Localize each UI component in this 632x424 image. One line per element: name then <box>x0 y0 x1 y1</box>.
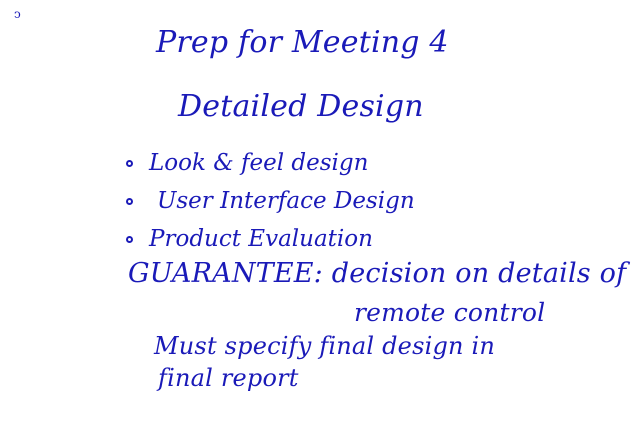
note-subtitle: Detailed Design <box>178 89 424 124</box>
bullet-text: Look & feel design <box>149 150 369 176</box>
guarantee-line-1: GUARANTEE: decision on details of <box>128 258 627 289</box>
bullet-text: Product Evaluation <box>149 226 373 252</box>
bullet-text: User Interface Design <box>157 188 415 214</box>
must-line-2: final report <box>158 364 299 392</box>
bullet-circle-icon <box>126 235 133 243</box>
bullet-circle-icon <box>126 197 133 205</box>
list-item: User Interface Design <box>126 182 415 220</box>
corner-mark: ↄ <box>14 7 21 21</box>
bullet-list: Look & feel design User Interface Design… <box>126 144 415 258</box>
list-item: Look & feel design <box>126 144 415 182</box>
must-line-1: Must specify final design in <box>154 332 496 360</box>
guarantee-line-2: remote control <box>354 298 546 327</box>
bullet-circle-icon <box>126 159 133 167</box>
note-title: Prep for Meeting 4 <box>156 25 449 60</box>
list-item: Product Evaluation <box>126 220 415 258</box>
